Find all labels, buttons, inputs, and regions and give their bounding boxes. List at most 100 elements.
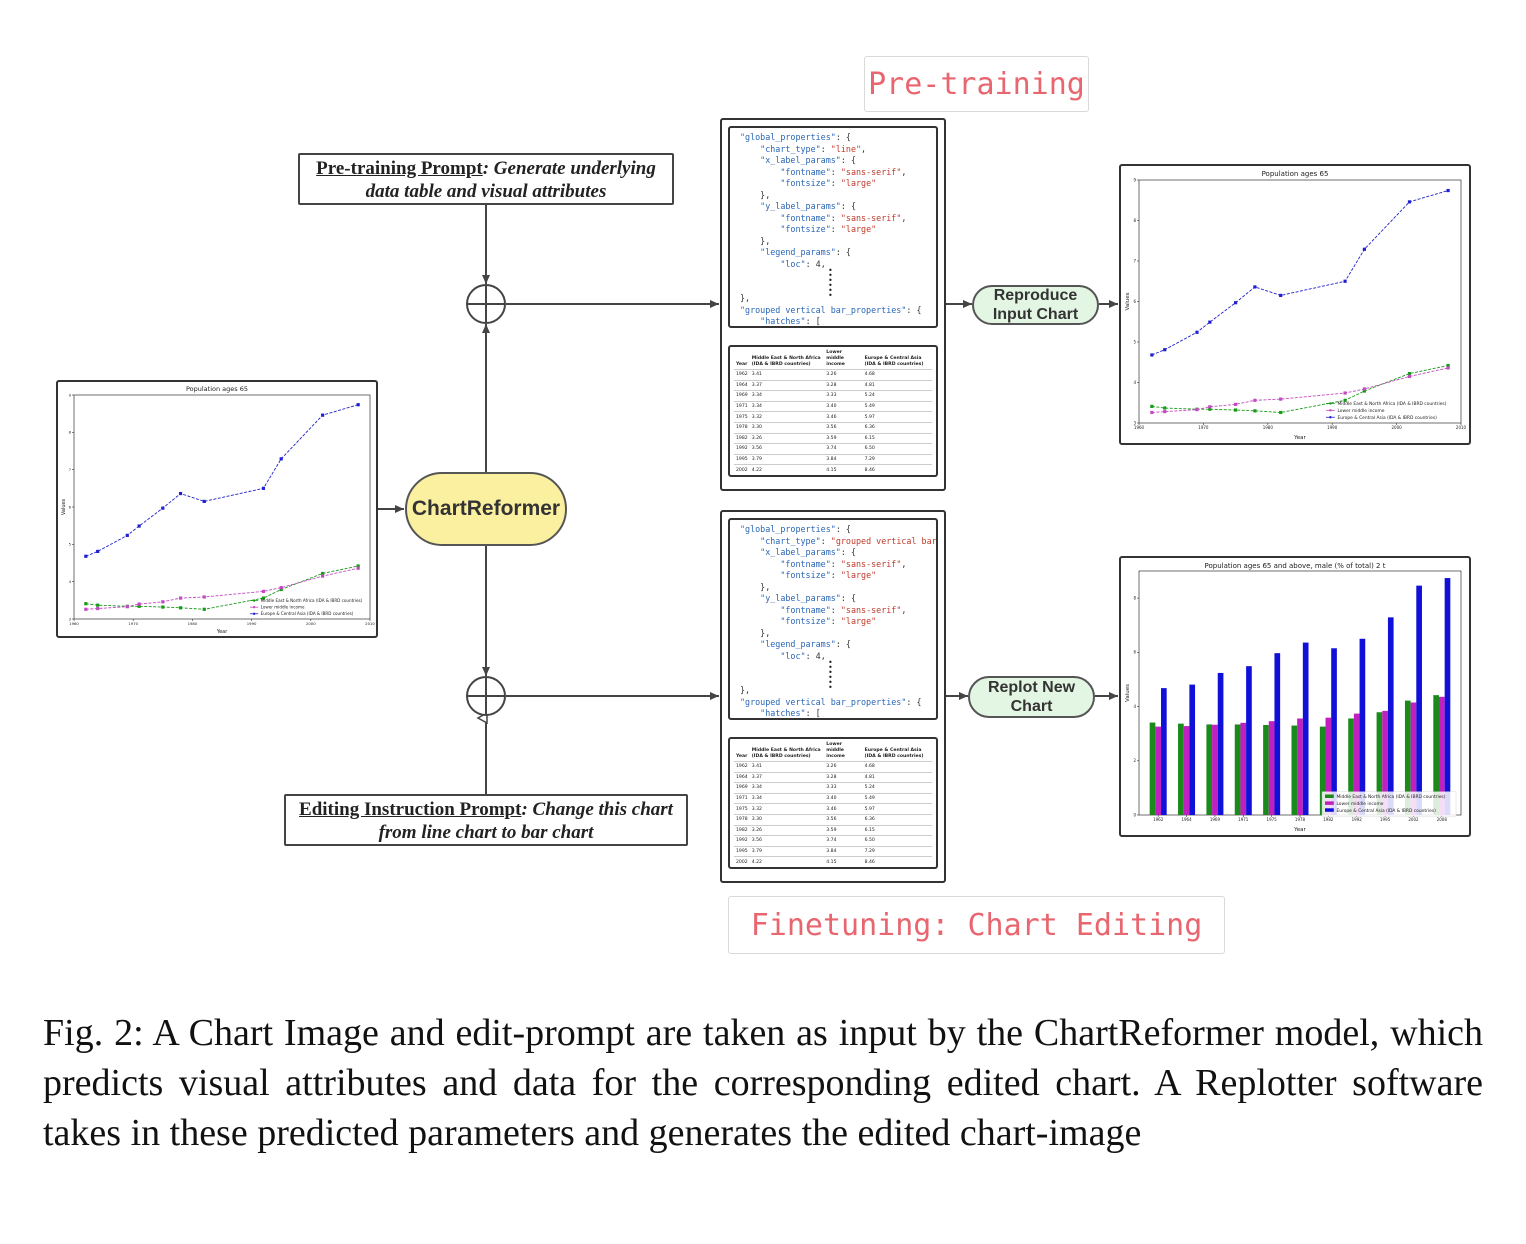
- table-header: Year: [736, 754, 748, 759]
- table-cell: 8.46: [862, 464, 932, 475]
- bar: [1433, 695, 1439, 815]
- x-tick-label: 1970: [128, 621, 138, 626]
- data-point: [161, 600, 165, 604]
- data-point: [1150, 353, 1154, 357]
- data-point: [1446, 366, 1450, 370]
- y-tick-label: 4: [1133, 380, 1136, 385]
- table-cell: 5.24: [862, 390, 932, 402]
- y-tick-label: 6: [1133, 299, 1136, 304]
- data-point: [356, 564, 360, 568]
- x-tick-label: 1990: [1327, 425, 1338, 430]
- bar: [1319, 726, 1326, 815]
- replot-line2: Chart: [1010, 698, 1053, 715]
- bar: [1376, 712, 1383, 815]
- x-tick-label: 1962: [1153, 817, 1164, 822]
- data-point: [1362, 389, 1366, 393]
- data-point: [178, 491, 183, 496]
- legend-entry: Lower middle income: [1336, 801, 1383, 807]
- table-cell: 4.36: [824, 866, 863, 867]
- editing-prompt: Editing Instruction Prompt: Change this …: [284, 794, 688, 846]
- table-cell: 4.15: [824, 856, 863, 867]
- table-cell: 3.32: [749, 411, 825, 423]
- data-point: [1343, 391, 1347, 395]
- table-cell: 4.36: [824, 474, 863, 475]
- data-point: [125, 605, 129, 609]
- x-tick-label: 1995: [1380, 817, 1391, 822]
- data-point: [1253, 398, 1257, 402]
- x-tick-label: 1978: [1295, 817, 1306, 822]
- table-cell: 7.29: [862, 453, 932, 465]
- plot-frame: [1138, 179, 1462, 424]
- chartreformer-node: ChartReformer: [405, 472, 567, 546]
- y-tick-label: 5: [1133, 339, 1136, 344]
- table-cell: 3.30: [749, 421, 825, 434]
- data-point: [1253, 285, 1257, 289]
- data-point: [1446, 363, 1450, 368]
- data-point: [161, 506, 165, 510]
- data-point: [1208, 320, 1212, 324]
- table-cell: 1969: [734, 782, 750, 794]
- bar: [1212, 724, 1218, 815]
- pretraining-prompt-body: : Generate underlying data table and vis…: [365, 158, 656, 202]
- legend-marker: [1329, 402, 1332, 405]
- table-cell: 1971: [734, 400, 750, 412]
- bar: [1382, 710, 1388, 815]
- legend-entry: Europe & Central Asia (IDA & IBRD countr…: [1337, 415, 1437, 421]
- table-cell: 3.40: [824, 400, 863, 412]
- table-cell: 6.36: [862, 813, 932, 826]
- series-line: [1151, 190, 1449, 356]
- table-cell: 1992: [734, 443, 750, 455]
- table-cell: 8.46: [862, 856, 932, 867]
- bar: [1217, 672, 1224, 815]
- data-point: [1362, 247, 1366, 251]
- x-tick-label: 1970: [1198, 425, 1209, 430]
- x-tick-label: 1980: [188, 621, 198, 626]
- bar: [1161, 688, 1167, 815]
- data-point: [261, 596, 266, 600]
- data-point: [202, 607, 206, 611]
- bar: [1155, 726, 1162, 815]
- table-cell: 5.49: [862, 792, 932, 804]
- bar: [1246, 666, 1252, 815]
- table-header: Year: [736, 362, 748, 367]
- y-tick-label: 2: [1133, 758, 1136, 763]
- connector-layer: [378, 204, 1118, 795]
- legend-marker: [252, 605, 256, 609]
- data-point: [1279, 410, 1283, 415]
- table-cell: 3.41: [749, 369, 825, 381]
- table-cell: 3.33: [824, 390, 863, 402]
- ellipsis-dots: ••••••: [828, 266, 833, 300]
- table-header: Lower middle income: [826, 350, 845, 367]
- x-axis-label: Year: [1293, 827, 1306, 833]
- table-cell: 1964: [734, 379, 750, 391]
- table-cell: 1971: [734, 792, 750, 804]
- x-tick-label: 2000: [306, 621, 316, 626]
- bar: [1268, 721, 1275, 815]
- data-point: [356, 403, 360, 407]
- pretraining-prompt: Pre-training Prompt: Generate underlying…: [298, 153, 674, 205]
- table-cell: 3.56: [824, 813, 863, 826]
- table-cell: 3.84: [824, 845, 863, 857]
- legend-entry: Lower middle income: [1337, 408, 1384, 414]
- data-point: [137, 524, 141, 528]
- bar: [1444, 578, 1451, 815]
- table-cell: 3.79: [749, 453, 825, 465]
- x-tick-label: 1964: [1181, 817, 1192, 822]
- data-point: [1208, 407, 1212, 411]
- table-cell: 1978: [734, 421, 750, 434]
- legend-marker: [1329, 416, 1332, 419]
- data-point: [178, 596, 183, 600]
- x-tick-label: 1990: [247, 621, 257, 626]
- code-block-bottom: "global_properties": { "chart_type": "gr…: [728, 518, 938, 720]
